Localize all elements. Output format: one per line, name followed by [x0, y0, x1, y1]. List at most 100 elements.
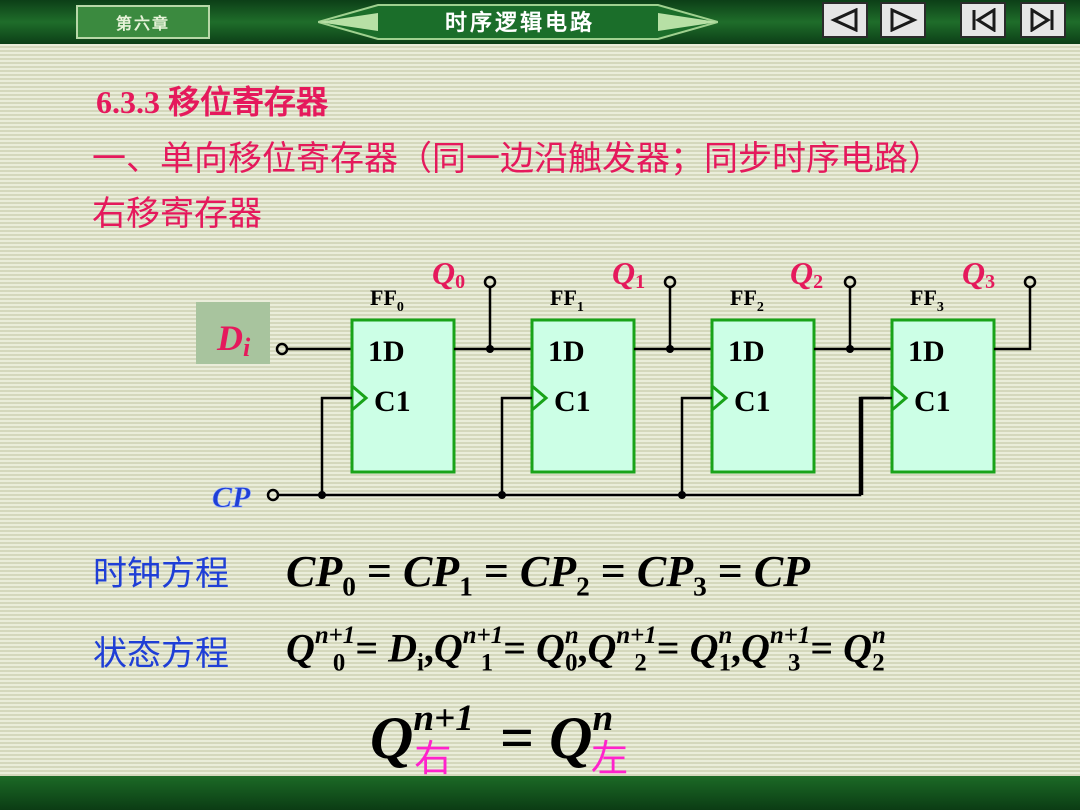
title-banner [318, 4, 718, 40]
q-output-label: Q1 [612, 255, 645, 293]
q-terminal [1023, 275, 1037, 289]
state-rhs: Q [689, 625, 719, 671]
state-equation: Qn+10 = Di,Qn+11 = Qn0,Qn+12 = Qn1,Qn+13… [286, 622, 886, 677]
clock-eq-title: 时钟方程 [93, 554, 229, 594]
clock-term: CP [519, 547, 577, 596]
junction-dot [486, 345, 494, 353]
clock-term: CP [286, 547, 343, 596]
state-rhs-sup: n [718, 622, 733, 649]
equals-sign: = [493, 625, 536, 671]
equals-sign: = [355, 547, 403, 596]
section-line1: 一、单向移位寄存器（同一边沿触发器；同步时序电路） [92, 139, 942, 179]
state-lhs-sub: 1 [480, 649, 494, 677]
ff-c-label: C1 [374, 385, 411, 418]
page-title: 时序逻辑电路 [444, 11, 595, 36]
ff-c-label: C1 [554, 385, 591, 418]
state-rhs-sup: n [872, 622, 886, 649]
q-terminal [483, 275, 497, 289]
clock-term-index: 0 [342, 571, 356, 602]
ff-c-label: C1 [914, 385, 951, 418]
clock-terminal [266, 488, 280, 502]
state-lhs-sup: n+1 [769, 622, 811, 649]
summary-equation: Qn+1右 = Qn左 [370, 700, 628, 777]
q-output-label: Q0 [432, 255, 465, 293]
ff-d-label: 1D [368, 335, 405, 368]
summary-rhs-sup: n [592, 698, 614, 739]
bottom-bar [0, 776, 1080, 810]
q-terminal [663, 275, 677, 289]
summary-lhs-sup: n+1 [413, 698, 474, 739]
flipflop-box [710, 318, 816, 474]
equals-sign: = [646, 625, 690, 671]
junction-dot [666, 345, 674, 353]
first-icon [972, 8, 996, 32]
ff-name-label: FF1 [550, 285, 584, 315]
q-output-label: Q3 [962, 255, 995, 293]
equals-sign: = [472, 547, 520, 596]
state-rhs-sub: 0 [565, 649, 578, 677]
section-heading: 6.3.3 移位寄存器 [96, 86, 328, 118]
equals-sign: = [589, 547, 637, 596]
state-lhs-sup: n+1 [616, 622, 657, 649]
flipflop-box [350, 318, 456, 474]
input-terminal [275, 342, 289, 356]
clock-triangle-icon [351, 384, 369, 412]
summary-lhs-sub: 右 [414, 735, 452, 780]
state-lhs-sub: 0 [332, 649, 346, 677]
flipflop-box [890, 318, 996, 474]
prev-button[interactable] [822, 2, 868, 38]
state-lhs: Q [587, 625, 617, 671]
clock-term: CP [402, 547, 460, 596]
prev-icon [830, 8, 858, 32]
summary-rhs-sub: 左 [590, 735, 629, 780]
flipflop-0: 1D C1 FF0 Q0 [318, 255, 532, 499]
ff-d-label: 1D [908, 335, 945, 368]
state-eq-title: 状态方程 [93, 634, 229, 674]
state-lhs: Q [741, 625, 770, 671]
flipflop-1: 1D C1 FF1 Q1 [498, 255, 712, 499]
clock-label: CP [212, 481, 251, 514]
state-rhs: Q [536, 625, 565, 671]
clock-triangle-icon [531, 384, 549, 412]
last-icon [1030, 8, 1054, 32]
flipflop-3: 1D C1 FF3 Q3 [860, 255, 1037, 495]
next-button[interactable] [880, 2, 926, 38]
state-lhs-sup: n+1 [462, 622, 504, 649]
clock-term-index: 2 [576, 571, 590, 602]
ff-c-label: C1 [734, 385, 771, 418]
state-rhs-sub: 2 [872, 649, 885, 677]
clock-term: CP [636, 547, 694, 596]
summary-rhs: Q [549, 704, 593, 771]
first-button[interactable] [960, 2, 1006, 38]
ff-name-label: FF0 [370, 285, 404, 315]
separator: , [577, 625, 588, 671]
last-button[interactable] [1020, 2, 1066, 38]
q-terminal [843, 275, 857, 289]
clock-triangle-icon [891, 384, 909, 412]
clock-equation: CP0 = CP1 = CP2 = CP3 = CP [286, 550, 810, 601]
state-lhs: Q [286, 625, 315, 671]
equals-sign: = [706, 547, 754, 596]
summary-lhs: Q [370, 704, 414, 771]
ff-name-label: FF3 [910, 285, 944, 315]
junction-dot [846, 345, 854, 353]
clock-triangle-icon [711, 384, 729, 412]
next-icon [890, 8, 918, 32]
equals-sign: = [484, 704, 550, 771]
ff-name-label: FF2 [730, 285, 764, 315]
equals-sign: = [345, 625, 389, 671]
chapter-badge[interactable]: 第六章 [76, 5, 210, 39]
section-line2: 右移寄存器 [92, 194, 262, 234]
separator: , [423, 625, 434, 671]
input-label: Di [216, 318, 251, 362]
state-rhs-sup: n [564, 622, 579, 649]
state-rhs: Q [843, 625, 873, 671]
clock-term: CP [753, 547, 811, 596]
state-rhs-sub: 1 [718, 649, 732, 677]
shift-register-circuit: Di 1DC1FF0Q01DC1FF1Q11DC1FF2Q21DC1FF3Q3 … [196, 255, 1037, 514]
flipflop-box [530, 318, 636, 474]
input-label-bg [196, 302, 270, 364]
ff-d-label: 1D [548, 335, 585, 368]
section-heading-text: 6.3.3 移位寄存器 [96, 84, 329, 120]
clock-term-index: 1 [459, 571, 473, 602]
